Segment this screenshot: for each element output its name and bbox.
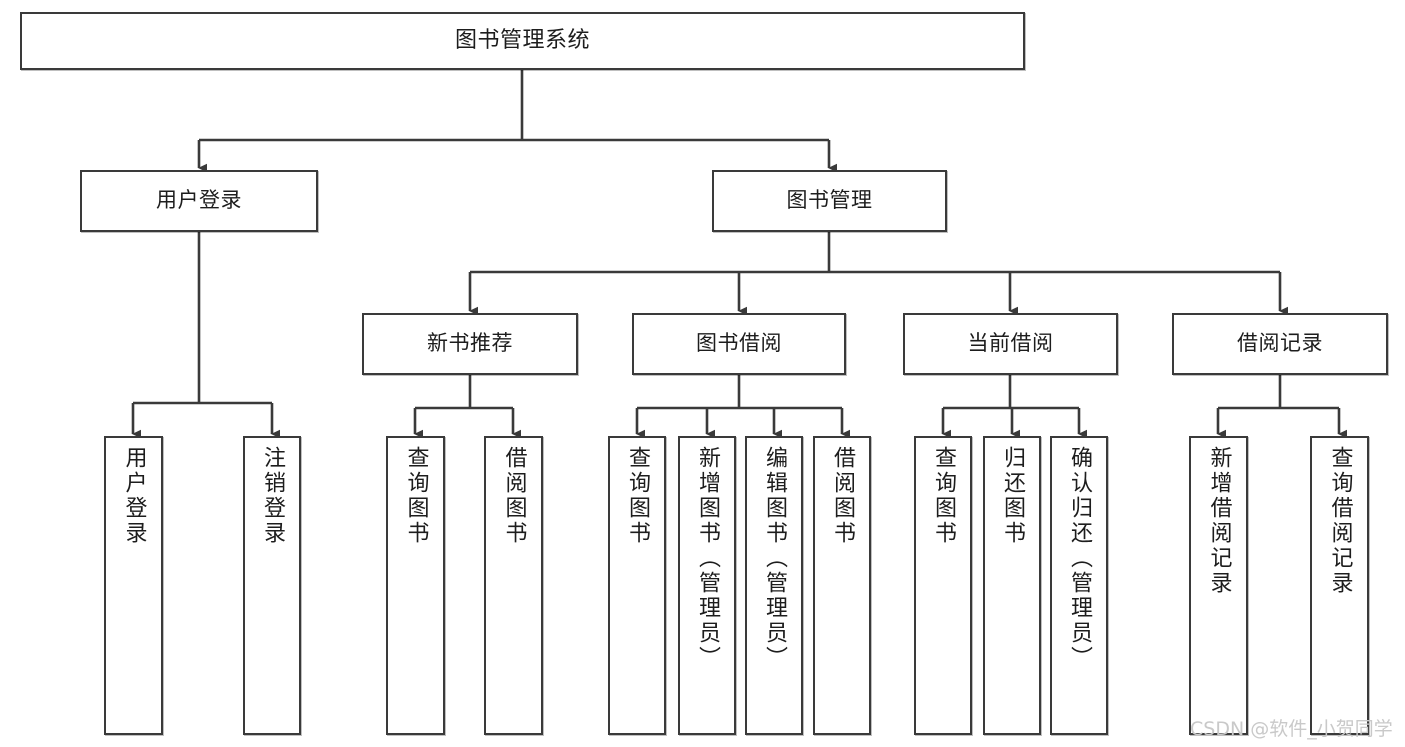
node-label: 借阅记录 <box>1237 331 1323 356</box>
node-leaf-新书推荐-借阅图书[interactable]: 借阅图书 <box>484 436 543 735</box>
node-label: 新增借阅记录 <box>1206 446 1232 596</box>
node-level2-用户登录[interactable]: 用户登录 <box>80 170 318 232</box>
node-level3-借阅记录[interactable]: 借阅记录 <box>1172 313 1388 375</box>
node-label: 借阅图书 <box>501 446 527 546</box>
node-label: 新书推荐 <box>427 331 513 356</box>
node-leaf-用户登录-注销登录[interactable]: 注销登录 <box>243 436 301 735</box>
node-leaf-用户登录-用户登录[interactable]: 用户登录 <box>104 436 163 735</box>
node-leaf-借阅记录-查询借阅记录[interactable]: 查询借阅记录 <box>1310 436 1369 735</box>
node-label: 新增图书（管理员） <box>695 446 720 671</box>
node-label: 图书借阅 <box>696 331 782 356</box>
node-leaf-借阅记录-新增借阅记录[interactable]: 新增借阅记录 <box>1189 436 1248 735</box>
node-level3-图书借阅[interactable]: 图书借阅 <box>632 313 846 375</box>
node-label: 查询借阅记录 <box>1327 446 1353 596</box>
node-level3-当前借阅[interactable]: 当前借阅 <box>903 313 1118 375</box>
node-label: 图书管理系统 <box>454 27 590 53</box>
node-label: 当前借阅 <box>967 331 1054 356</box>
node-leaf-新书推荐-查询图书[interactable]: 查询图书 <box>386 436 445 735</box>
node-root-图书管理系统[interactable]: 图书管理系统 <box>20 12 1025 70</box>
node-label: 图书管理 <box>786 188 873 213</box>
node-leaf-图书借阅-编辑图书管理员[interactable]: 编辑图书（管理员） <box>745 436 803 735</box>
node-level2-图书管理[interactable]: 图书管理 <box>712 170 947 232</box>
node-label: 注销登录 <box>260 446 285 546</box>
node-leaf-图书借阅-查询图书[interactable]: 查询图书 <box>608 436 666 735</box>
node-leaf-当前借阅-归还图书[interactable]: 归还图书 <box>983 436 1041 735</box>
node-label: 用户登录 <box>156 188 242 213</box>
node-label: 查询图书 <box>403 446 429 546</box>
node-label: 归还图书 <box>1000 446 1025 546</box>
node-leaf-图书借阅-借阅图书[interactable]: 借阅图书 <box>813 436 871 735</box>
node-label: 借阅图书 <box>830 446 855 546</box>
node-label: 编辑图书（管理员） <box>762 446 787 671</box>
node-leaf-当前借阅-确认归还管理员[interactable]: 确认归还（管理员） <box>1050 436 1108 735</box>
node-label: 查询图书 <box>931 446 956 546</box>
node-level3-新书推荐[interactable]: 新书推荐 <box>362 313 578 375</box>
node-leaf-当前借阅-查询图书[interactable]: 查询图书 <box>914 436 972 735</box>
node-label: 确认归还（管理员） <box>1067 446 1092 671</box>
node-label: 查询图书 <box>625 446 650 546</box>
node-leaf-图书借阅-新增图书管理员[interactable]: 新增图书（管理员） <box>678 436 736 735</box>
node-label: 用户登录 <box>121 446 147 546</box>
